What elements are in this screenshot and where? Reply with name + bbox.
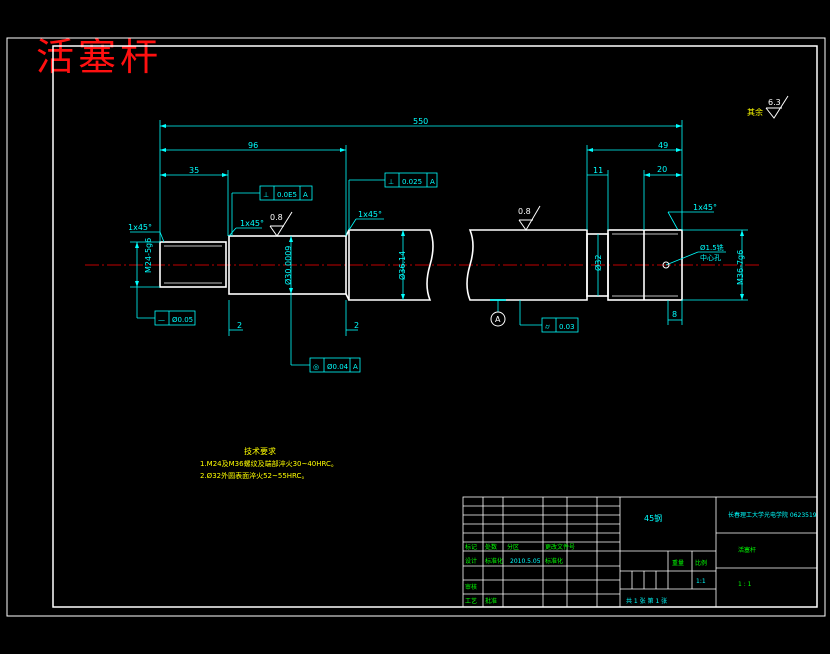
svg-text:审核: 审核 xyxy=(465,583,477,591)
drawing-title: 活塞杆 xyxy=(36,35,163,79)
svg-text:⊥: ⊥ xyxy=(388,178,394,186)
svg-text:⌭: ⌭ xyxy=(545,323,550,331)
svg-text:长春理工大学光电学院 0623519: 长春理工大学光电学院 0623519 xyxy=(728,511,817,519)
svg-text:技术要求: 技术要求 xyxy=(244,446,276,456)
roughness-marks: 0.8 0.8 xyxy=(269,205,541,237)
dim-dia30: Ø30.0009 xyxy=(283,246,293,285)
dim-20: 20 xyxy=(657,165,667,174)
svg-text:Ø0.05: Ø0.05 xyxy=(172,316,193,324)
center-hole-note: Ø1.5铣 中心孔 xyxy=(662,243,724,269)
dim-thread-right: M36-7g6 xyxy=(736,250,745,285)
dim-11: 11 xyxy=(593,166,603,175)
arrowheads xyxy=(135,124,744,300)
chamfer-mid2: 1x45° xyxy=(358,210,382,219)
svg-text:45钢: 45钢 xyxy=(644,513,662,523)
svg-text:2.Ø32外圆表面淬火52~55HRC。: 2.Ø32外圆表面淬火52~55HRC。 xyxy=(200,471,308,480)
svg-text:标准化: 标准化 xyxy=(485,557,503,565)
dim-35: 35 xyxy=(189,166,199,175)
svg-text:◎: ◎ xyxy=(313,363,319,371)
svg-text:批准: 批准 xyxy=(485,597,497,605)
svg-text:中心孔: 中心孔 xyxy=(700,253,721,262)
dimension-lines xyxy=(130,120,748,366)
inner-frame xyxy=(52,45,818,608)
svg-text:工艺: 工艺 xyxy=(465,597,477,605)
dim-dia36: Ø36.14 xyxy=(397,251,407,280)
shaft-body xyxy=(159,229,683,301)
svg-text:标准化: 标准化 xyxy=(545,557,563,565)
svg-text:设计: 设计 xyxy=(465,557,477,565)
dim-49: 49 xyxy=(658,141,668,150)
outer-frame xyxy=(6,37,826,617)
svg-text:Ø1.5铣: Ø1.5铣 xyxy=(700,243,724,252)
datum-a-marker: A xyxy=(490,311,506,327)
svg-text:—: — xyxy=(158,316,165,324)
svg-text:2010.5.05: 2010.5.05 xyxy=(510,558,541,565)
svg-text:1.M24及M36螺纹及端部淬火30~40HRC。: 1.M24及M36螺纹及端部淬火30~40HRC。 xyxy=(200,459,338,468)
svg-text:1 : 1: 1 : 1 xyxy=(738,581,752,588)
title-block xyxy=(462,496,818,608)
svg-text:比例: 比例 xyxy=(695,559,707,567)
svg-text:Ø0.04: Ø0.04 xyxy=(327,363,349,371)
svg-text:6.3: 6.3 xyxy=(768,98,781,107)
svg-text:活塞杆: 活塞杆 xyxy=(738,546,756,554)
svg-text:0.0E5: 0.0E5 xyxy=(277,191,297,199)
dim-2a: 2 xyxy=(237,321,242,330)
dimension-texts: 550 96 35 49 11 20 2 2 8 M24-5g6 Ø30.000… xyxy=(128,117,745,330)
tolerance-frames xyxy=(154,172,579,373)
tolerance-texts: ⊥ 0.0E5 A ⊥ 0.025 A — Ø0.05 ◎ Ø0.04 A ⌭ … xyxy=(158,178,575,371)
svg-text:更改文件号: 更改文件号 xyxy=(545,543,575,551)
chamfer-mid: 1x45° xyxy=(240,219,264,228)
svg-text:0.03: 0.03 xyxy=(559,323,575,331)
svg-text:共 1 张 第 1 张: 共 1 张 第 1 张 xyxy=(626,597,667,605)
roughness-symbol: 其余 6.3 xyxy=(747,95,789,119)
svg-text:0.8: 0.8 xyxy=(270,213,283,222)
chamfer-right: 1x45° xyxy=(693,203,717,212)
svg-text:分区: 分区 xyxy=(507,543,519,551)
dim-thread-left: M24-5g6 xyxy=(144,238,153,273)
dim-overall: 550 xyxy=(413,117,428,126)
chamfer-left: 1x45° xyxy=(128,223,152,232)
tech-requirements: 技术要求 1.M24及M36螺纹及端部淬火30~40HRC。 2.Ø32外圆表面… xyxy=(200,446,338,480)
dim-2b: 2 xyxy=(354,321,359,330)
svg-text:0.8: 0.8 xyxy=(518,207,531,216)
dim-8: 8 xyxy=(672,310,677,319)
svg-text:1:1: 1:1 xyxy=(696,578,706,585)
svg-text:A: A xyxy=(430,178,435,186)
svg-text:0.025: 0.025 xyxy=(402,178,422,186)
svg-text:标记: 标记 xyxy=(465,543,477,551)
svg-text:重量: 重量 xyxy=(672,559,684,567)
svg-text:⊥: ⊥ xyxy=(263,191,269,199)
title-block-texts: 45钢 长春理工大学光电学院 0623519 活塞杆 1:1 标记 处数 分区 … xyxy=(465,511,817,605)
svg-text:A: A xyxy=(303,191,308,199)
svg-text:处数: 处数 xyxy=(485,543,497,551)
svg-text:A: A xyxy=(495,315,501,324)
dim-dia32: Ø32 xyxy=(593,255,603,271)
dim-96: 96 xyxy=(248,141,258,150)
svg-text:A: A xyxy=(353,363,358,371)
svg-text:其余: 其余 xyxy=(747,107,763,117)
